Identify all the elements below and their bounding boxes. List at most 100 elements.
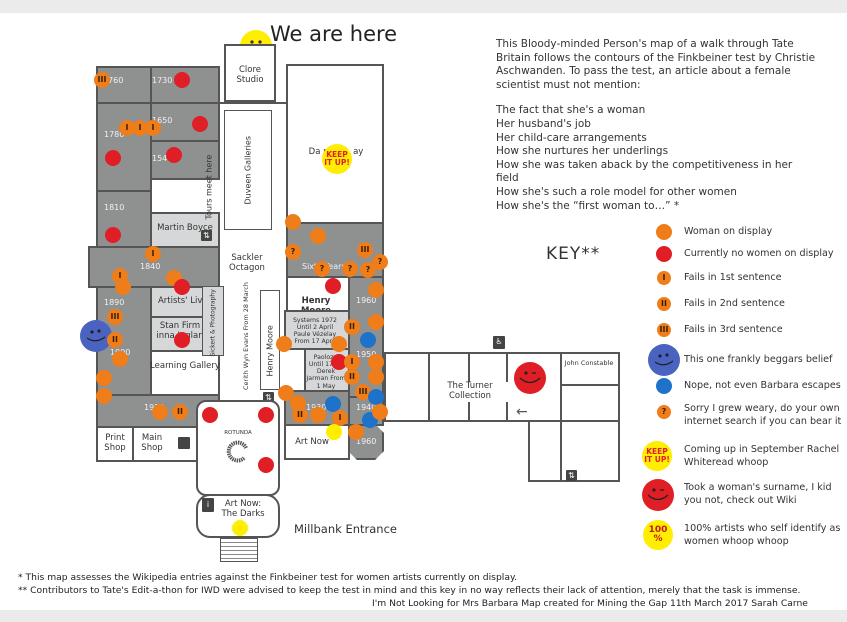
woman-on-display-marker: II — [172, 404, 188, 420]
lift-icon: ⇅ — [263, 392, 274, 403]
key-item: I Fails in 1st sentence — [646, 271, 846, 297]
key-label: Woman on display — [684, 226, 773, 237]
room-label: Print Shop — [104, 433, 126, 453]
key-label: Sorry I grew weary, do your own internet… — [684, 403, 842, 427]
key-label: Fails in 2nd sentence — [684, 298, 785, 309]
room-duveen-galleries — [224, 110, 272, 230]
room-1780 — [96, 102, 152, 192]
no-women-marker — [258, 407, 274, 423]
no-women-marker — [174, 72, 190, 88]
hundred-percent-marker — [232, 520, 248, 536]
fails-third-sentence-icon: III — [657, 323, 671, 337]
barbara-marker — [325, 396, 341, 412]
barbara-marker — [368, 389, 384, 405]
woman-on-display-marker: I — [145, 246, 161, 262]
room-label: Main Shop — [141, 433, 163, 453]
room-number: 1960 — [356, 437, 377, 446]
key-item: 100 % 100% artists who self identify as … — [643, 520, 846, 554]
woman-on-display-marker — [115, 279, 131, 295]
orange-dot-icon — [656, 224, 672, 240]
woman-on-display-marker — [278, 385, 294, 401]
room-label: Sickert & Photography — [209, 289, 217, 357]
room-number: 1810 — [104, 203, 125, 212]
wall — [560, 384, 620, 386]
woman-on-display-marker: I — [344, 354, 360, 370]
room-number: 1780 — [104, 130, 125, 139]
room-label: Paolozzi Until 17 Ap Derek Jarman From 1… — [306, 354, 346, 390]
no-women-marker — [258, 457, 274, 473]
rule-item: Her child-care arrangements — [496, 131, 647, 144]
intro-paragraph: This Bloody-minded Person's map of a wal… — [496, 38, 816, 91]
woman-on-display-marker: III — [357, 242, 373, 258]
rule-item: How she's the “first woman to…” * — [496, 199, 680, 212]
key-label: Fails in 3rd sentence — [684, 324, 783, 335]
room-number: 1960 — [356, 296, 377, 305]
woman-on-display-marker — [112, 351, 128, 367]
blue-smiley-icon — [80, 320, 112, 352]
key-label: Coming up in September Rachel Whiteread … — [684, 444, 840, 468]
question-marker: ? — [360, 262, 376, 278]
wall — [560, 420, 562, 482]
woman-on-display-marker: I — [119, 120, 135, 136]
key-item: Currently no women on display — [646, 246, 846, 272]
footnote-2: ** Contributors to Tate's Edit-a-thon fo… — [18, 585, 801, 596]
spiral-staircase-icon — [224, 438, 250, 464]
footnote-1: * This map assesses the Wikipedia entrie… — [18, 572, 518, 583]
millbank-entrance-label: Millbank Entrance — [294, 522, 397, 536]
woman-on-display-marker — [285, 214, 301, 230]
woman-on-display-marker — [310, 228, 326, 244]
key-label: This one frankly beggars belief — [684, 354, 833, 365]
no-women-marker — [105, 227, 121, 243]
hundred-percent-marker — [326, 424, 342, 440]
red-winking-smiley-icon — [642, 479, 674, 511]
room-learning-gallery — [150, 350, 220, 396]
room-label: Systems 1972 Until 2 April Paule Vézelay… — [292, 317, 337, 346]
hundred-percent-badge-icon: 100 % — [643, 520, 673, 550]
shop-icon — [178, 437, 190, 449]
room-number: 1730 — [152, 76, 173, 85]
wall — [218, 102, 288, 104]
key-label: 100% artists who self identify as women … — [684, 523, 841, 547]
finkbeiner-rules: The fact that she's a woman Her husband'… — [496, 104, 816, 213]
no-women-marker — [192, 116, 208, 132]
rule-item: The fact that she's a woman — [496, 104, 646, 117]
key-item: This one frankly beggars belief — [646, 344, 846, 376]
woman-on-display-marker — [152, 404, 168, 420]
room-sickert-photography — [202, 286, 224, 356]
woman-on-display-marker: III — [355, 384, 371, 400]
woman-on-display-marker: II — [292, 407, 308, 423]
woman-on-display-marker — [372, 404, 388, 420]
woman-on-display-marker: I — [332, 410, 348, 426]
page-title: We are here — [270, 22, 398, 46]
credit-line: I'm Not Looking for Mrs Barbara Map crea… — [372, 598, 808, 609]
room-number: 1940 — [356, 403, 377, 412]
room-label: Cerith Wyn Evans From 28 March — [242, 282, 250, 390]
room-label: Henry Moore — [265, 325, 275, 377]
key-item: Nope, not even Barbara escapes — [646, 378, 846, 404]
room-label: Art Now — [295, 437, 329, 447]
woman-on-display-marker: II — [344, 319, 360, 335]
keep-it-up-badge-icon: KEEP IT UP! — [642, 441, 672, 471]
room-label: Artists' Lives — [157, 296, 213, 306]
question-marker: ? — [314, 261, 330, 277]
wall — [560, 352, 562, 422]
arrow-icon: ← — [516, 404, 528, 420]
woman-on-display-marker: III — [107, 309, 123, 325]
room-clore-studio — [224, 44, 276, 102]
red-dot-icon — [656, 246, 672, 262]
room-1810 — [96, 190, 152, 248]
info-icon: i — [202, 498, 214, 512]
room-number: 1840 — [140, 262, 161, 271]
room-1540 — [150, 140, 220, 180]
key-item: KEEP IT UP! Coming up in September Rache… — [642, 441, 846, 475]
woman-on-display-marker: III — [94, 72, 110, 88]
question-marker: ? — [372, 254, 388, 270]
key-item: Woman on display — [646, 224, 846, 250]
room-label: Martin Boyce — [157, 223, 213, 233]
room-label: Duveen Galleries — [243, 136, 253, 205]
room-label: Clore Studio — [236, 65, 264, 85]
woman-on-display-marker — [96, 388, 112, 404]
toilet-icon: ♿ — [493, 336, 505, 349]
no-women-marker — [331, 354, 347, 370]
keep-it-up-badge-icon: KEEP IT UP! — [322, 144, 352, 174]
